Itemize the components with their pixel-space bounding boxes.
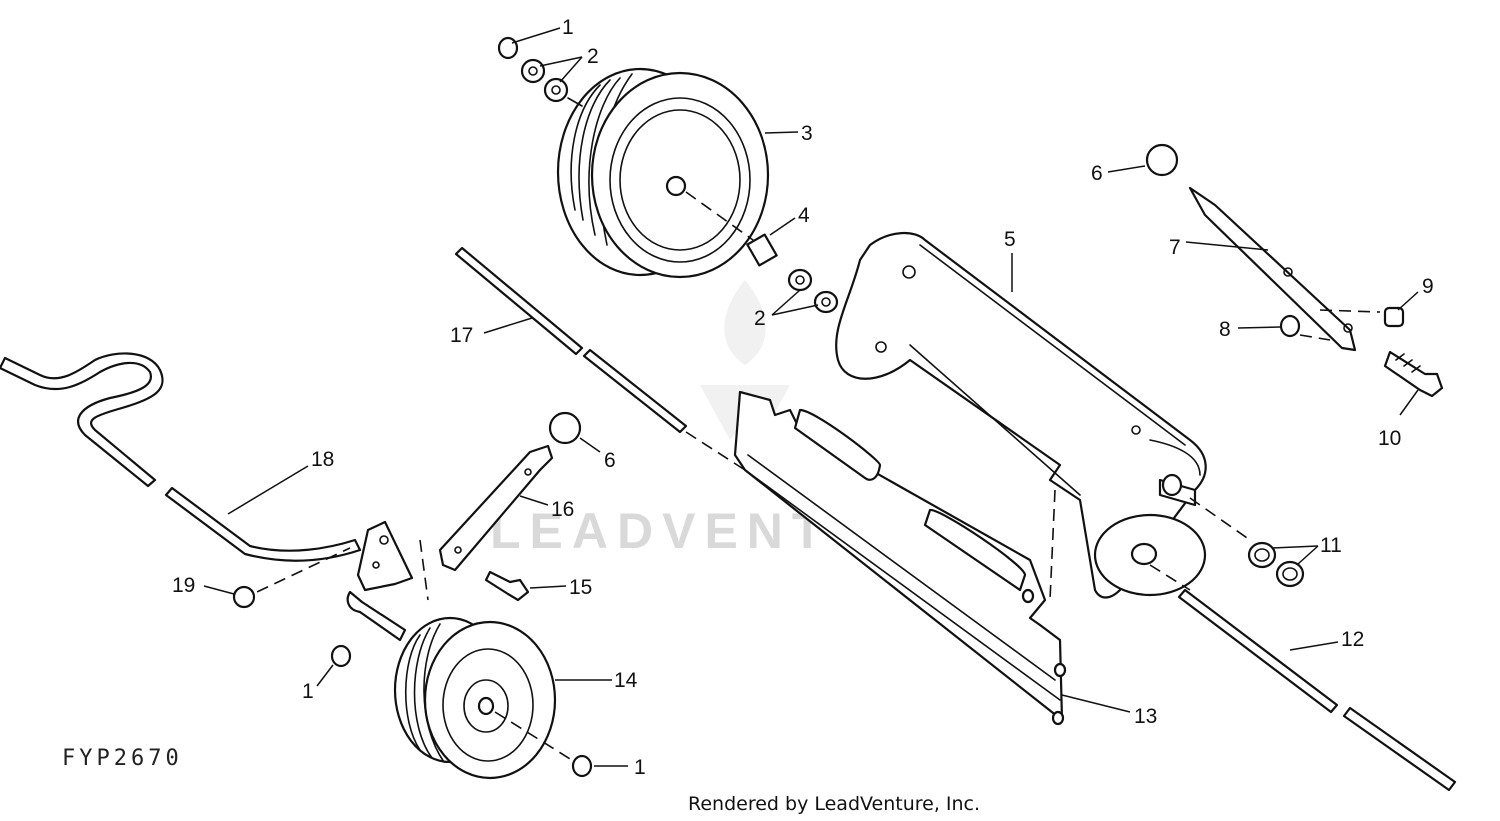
callout-18: 18 [311,448,334,471]
callout-14: 14 [614,669,638,692]
credit-text: Rendered by LeadVenture, Inc. [688,793,980,815]
callout-2-top: 2 [587,45,599,68]
callout-19: 19 [172,574,195,597]
callout-1-top: 1 [562,16,574,39]
callout-16: 16 [551,498,574,521]
scraper-plate [733,390,1067,726]
wheel-lower [393,616,576,780]
callout-labels: 1 2 3 4 2 5 6 7 8 9 10 17 18 6 16 11 15 … [172,16,1434,779]
right-arm-assembly [1145,143,1444,398]
callout-3: 3 [801,122,813,145]
main-frame [835,231,1207,599]
callout-12: 12 [1341,628,1364,651]
figure-code: FYP2670 [62,746,183,771]
callout-10: 10 [1378,427,1401,450]
callout-4: 4 [798,204,810,227]
callout-2-mid: 2 [754,307,766,330]
axle-and-washers [1149,497,1457,792]
left-arm-assembly [438,411,582,602]
callout-9: 9 [1422,275,1434,298]
callout-17: 17 [450,324,473,347]
nut-19 [232,585,256,609]
callout-6-left: 6 [604,449,616,472]
pin-lower [571,754,593,778]
callout-8: 8 [1219,318,1231,341]
callout-7: 7 [1169,236,1181,259]
callout-6-right: 6 [1091,162,1103,185]
adjuster-rod-18 [0,352,362,601]
callout-11: 11 [1320,534,1342,557]
callout-15: 15 [569,576,592,599]
leader-lines [203,27,1419,767]
pin-lower-left [330,644,352,668]
callout-1-bottom: 1 [634,756,646,779]
callout-5: 5 [1004,228,1016,251]
left-bracket [346,520,429,642]
callout-13: 13 [1134,705,1157,728]
rod-17 [454,246,746,471]
wheel-upper [556,67,770,279]
callout-1-left: 1 [302,680,314,703]
